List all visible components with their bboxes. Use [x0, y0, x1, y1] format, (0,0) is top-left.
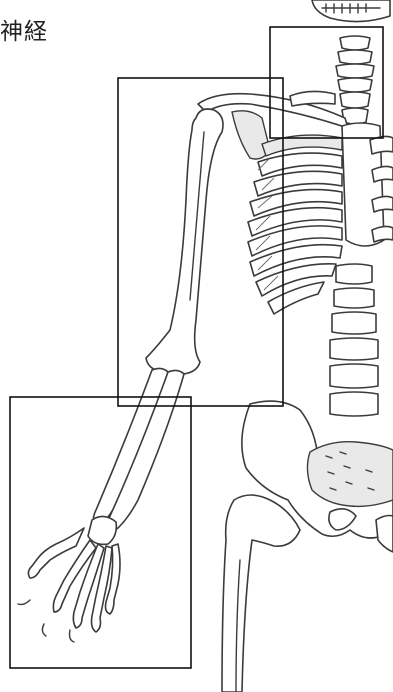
hand-bones	[18, 516, 120, 642]
lumbar-spine	[330, 264, 378, 416]
skull	[312, 0, 390, 22]
forearm-bones	[93, 368, 184, 534]
cervical-spine	[336, 36, 374, 124]
ribcage	[248, 123, 393, 314]
humerus	[146, 109, 223, 374]
